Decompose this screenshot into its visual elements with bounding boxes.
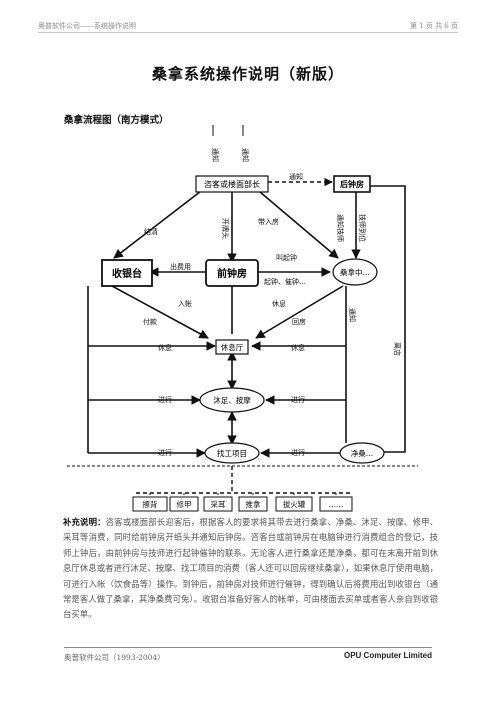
page-title: 桑拿系统操作说明（新版） xyxy=(151,65,344,83)
node-front-office: 前钟房 xyxy=(205,259,259,287)
conn-reception-cashier xyxy=(113,187,206,259)
right-side-line xyxy=(367,185,406,453)
node-technician-label: 找工项目 xyxy=(217,448,247,458)
service-label: 采耳 xyxy=(211,499,226,509)
node-back-office-label: 后钟房 xyxy=(340,179,364,189)
node-bath: 净桑… xyxy=(339,442,385,464)
page-header: 奥普软件公司——系统操作说明 第 1 页 共 6 页 xyxy=(38,20,458,33)
node-lounge-label: 休息厅 xyxy=(221,342,244,352)
label-proceed-2: 进行 xyxy=(291,395,305,404)
label-call-clock: 叫起钟 xyxy=(276,253,297,262)
label-call-tech: 通知技师 xyxy=(336,214,345,242)
header-right: 第 1 页 共 6 页 xyxy=(409,22,458,30)
label-charge: 出费用 xyxy=(170,262,191,271)
conn-reception-sauna xyxy=(259,191,339,259)
service-item: 采耳 xyxy=(203,493,233,512)
node-reception: 咨客或楼面部长 xyxy=(195,175,269,193)
node-foot-massage-label: 沐足、按摩 xyxy=(213,395,251,405)
node-technician: 找工项目 xyxy=(204,442,260,464)
node-front-office-label: 前钟房 xyxy=(217,267,247,280)
node-sauna: 桑拿中… xyxy=(332,258,378,286)
conn-sauna-lounge xyxy=(255,285,344,339)
label-rest: 休息 xyxy=(272,299,286,308)
service-label: 擦背 xyxy=(143,499,158,509)
label-take-room: 带入房 xyxy=(258,217,279,226)
node-lounge: 休息厅 xyxy=(215,339,249,355)
label-start-clock: 起钟、催钟… xyxy=(264,277,306,286)
node-sauna-label: 桑拿中… xyxy=(340,267,370,277)
supplementary-note: 补充说明：咨客或楼面部长迎客后，根据客人的要求将其带去进行桑拿、净桑、沐足、按摩… xyxy=(63,515,438,623)
node-bath-label: 净桑… xyxy=(351,448,374,458)
node-cashier-label: 收银台 xyxy=(112,267,142,280)
label-notify: 通知 xyxy=(289,172,303,181)
note-text: 咨客或楼面部长迎客后，根据客人的要求将其带去进行桑拿、净桑、沐足、按摩、修甲、采… xyxy=(63,517,439,620)
service-label: …… xyxy=(329,500,344,509)
conn-cashier-lounge xyxy=(111,285,209,339)
label-rest-right: 休息 xyxy=(291,343,305,352)
diagram-subtitle: 桑拿流程图（南方模式） xyxy=(64,115,169,126)
note-label: 补充说明： xyxy=(63,517,106,527)
node-back-office: 后钟房 xyxy=(333,175,371,193)
label-settle: 结清 xyxy=(144,227,158,236)
node-foot-massage: 沐足、按摩 xyxy=(199,387,265,413)
label-notify-right: 通知 xyxy=(348,308,357,322)
service-boxes: 擦背 修甲 采耳 推拿 拔火罐 …… xyxy=(132,493,353,512)
label-proceed-1: 进行 xyxy=(158,395,172,404)
service-item: …… xyxy=(319,493,353,512)
service-item: 擦背 xyxy=(132,493,168,512)
service-label: 拔火罐 xyxy=(283,499,306,509)
label-notify-top: 通知 xyxy=(211,148,220,162)
label-back-room: 回房 xyxy=(292,317,306,326)
header-left: 奥普软件公司——系统操作说明 xyxy=(38,22,136,30)
node-cashier: 收银台 xyxy=(101,259,153,287)
label-tech-arrive: 技师到位 xyxy=(358,214,367,242)
page-footer: 奥普软件公司（1993-2004） OPU Computer Limited xyxy=(64,647,432,664)
label-pay: 付款 xyxy=(143,317,157,326)
label-notify-top-2: 通知 xyxy=(241,148,250,162)
node-reception-label: 咨客或楼面部长 xyxy=(204,179,260,189)
service-item: 拔火罐 xyxy=(275,493,313,512)
footer-left: 奥普软件公司（1993-2004） xyxy=(64,653,165,662)
service-item: 修甲 xyxy=(169,493,199,512)
label-rest-left: 休息 xyxy=(158,343,172,352)
label-open-card: 开牌头 xyxy=(221,218,230,239)
label-enter-account: 入帐 xyxy=(178,299,192,308)
label-leave: 离店 xyxy=(393,342,402,356)
label-proceed-4: 进行 xyxy=(291,448,305,457)
label-proceed-3: 进行 xyxy=(158,448,172,457)
entry-lines xyxy=(212,125,244,136)
service-label: 修甲 xyxy=(177,499,192,509)
service-label: 推拿 xyxy=(246,499,261,509)
footer-right: OPU Computer Limited xyxy=(343,651,432,660)
service-item: 推拿 xyxy=(238,493,268,512)
